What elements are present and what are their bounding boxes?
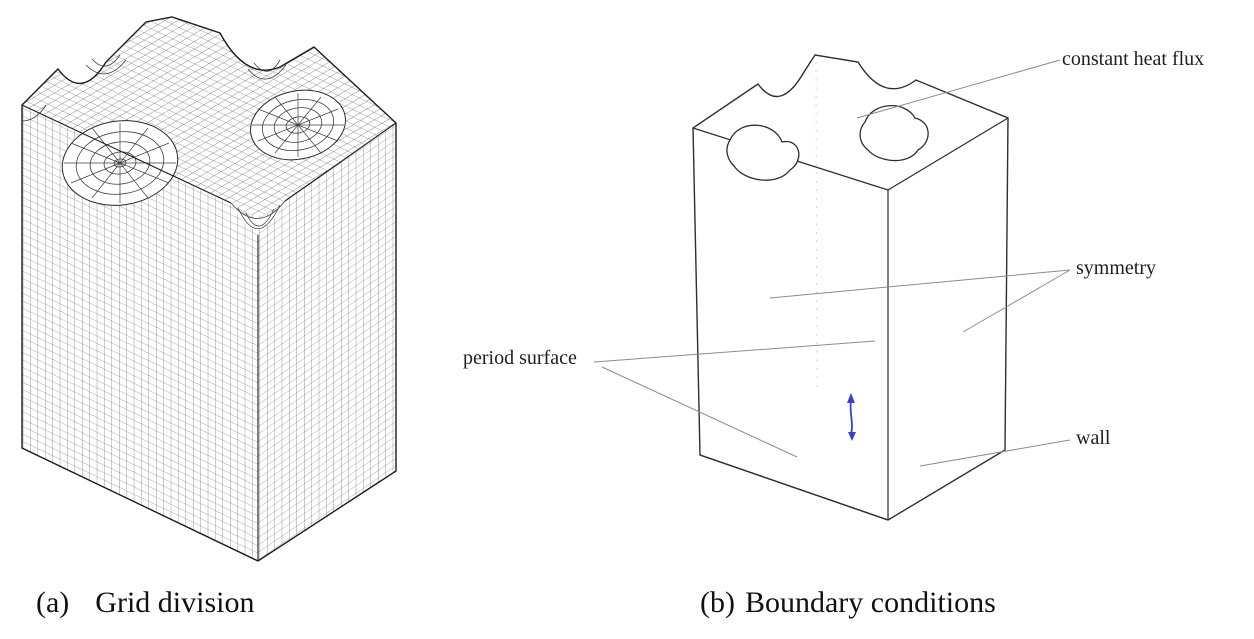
leader-lines bbox=[593, 59, 1071, 467]
mesh-front-face bbox=[22, 105, 258, 561]
mesh-cube-outline bbox=[21, 16, 397, 562]
grid-division-figure bbox=[21, 16, 397, 562]
leader-line-period-lower bbox=[601, 366, 798, 458]
label-symmetry: symmetry bbox=[1076, 257, 1156, 279]
mesh-top-surface bbox=[21, 17, 396, 216]
unit-cell-outline bbox=[692, 54, 1009, 521]
mesh-right-face bbox=[258, 123, 396, 561]
leader-line-heat-flux bbox=[856, 59, 1061, 119]
caption-b-marker: (b) bbox=[700, 586, 735, 619]
dimple-left-radial-mesh bbox=[64, 123, 176, 203]
dimple-right-radial-mesh bbox=[252, 93, 344, 157]
caption-a-marker: (a) bbox=[36, 586, 70, 619]
top-dimple-outlines bbox=[726, 105, 929, 181]
dimple-outline-right bbox=[859, 105, 929, 162]
dimple-outline-left bbox=[726, 124, 800, 181]
caption-a-text: Grid division bbox=[95, 586, 255, 619]
caption-b-text: Boundary conditions bbox=[744, 586, 996, 619]
dimple-left bbox=[61, 120, 179, 206]
label-constant-heat-flux: constant heat flux bbox=[1062, 48, 1204, 70]
caption-panel-b: (b) Boundary conditions bbox=[700, 586, 996, 620]
edge-scallop-contours bbox=[21, 54, 287, 122]
boundary-conditions-figure: constant heat flux symmetry period surfa… bbox=[463, 48, 1204, 521]
front-corner-notch bbox=[230, 200, 286, 230]
leader-line-period-upper bbox=[593, 340, 876, 363]
leader-line-symmetry-front bbox=[769, 269, 1071, 299]
dimple-right bbox=[250, 89, 346, 161]
caption-panel-a: (a) Grid division bbox=[36, 586, 254, 620]
label-wall: wall bbox=[1076, 427, 1111, 449]
leader-line-symmetry-right bbox=[962, 269, 1071, 333]
vertical-double-arrow-icon bbox=[847, 393, 856, 441]
leader-line-wall bbox=[919, 439, 1071, 467]
label-period-surface: period surface bbox=[463, 347, 577, 369]
